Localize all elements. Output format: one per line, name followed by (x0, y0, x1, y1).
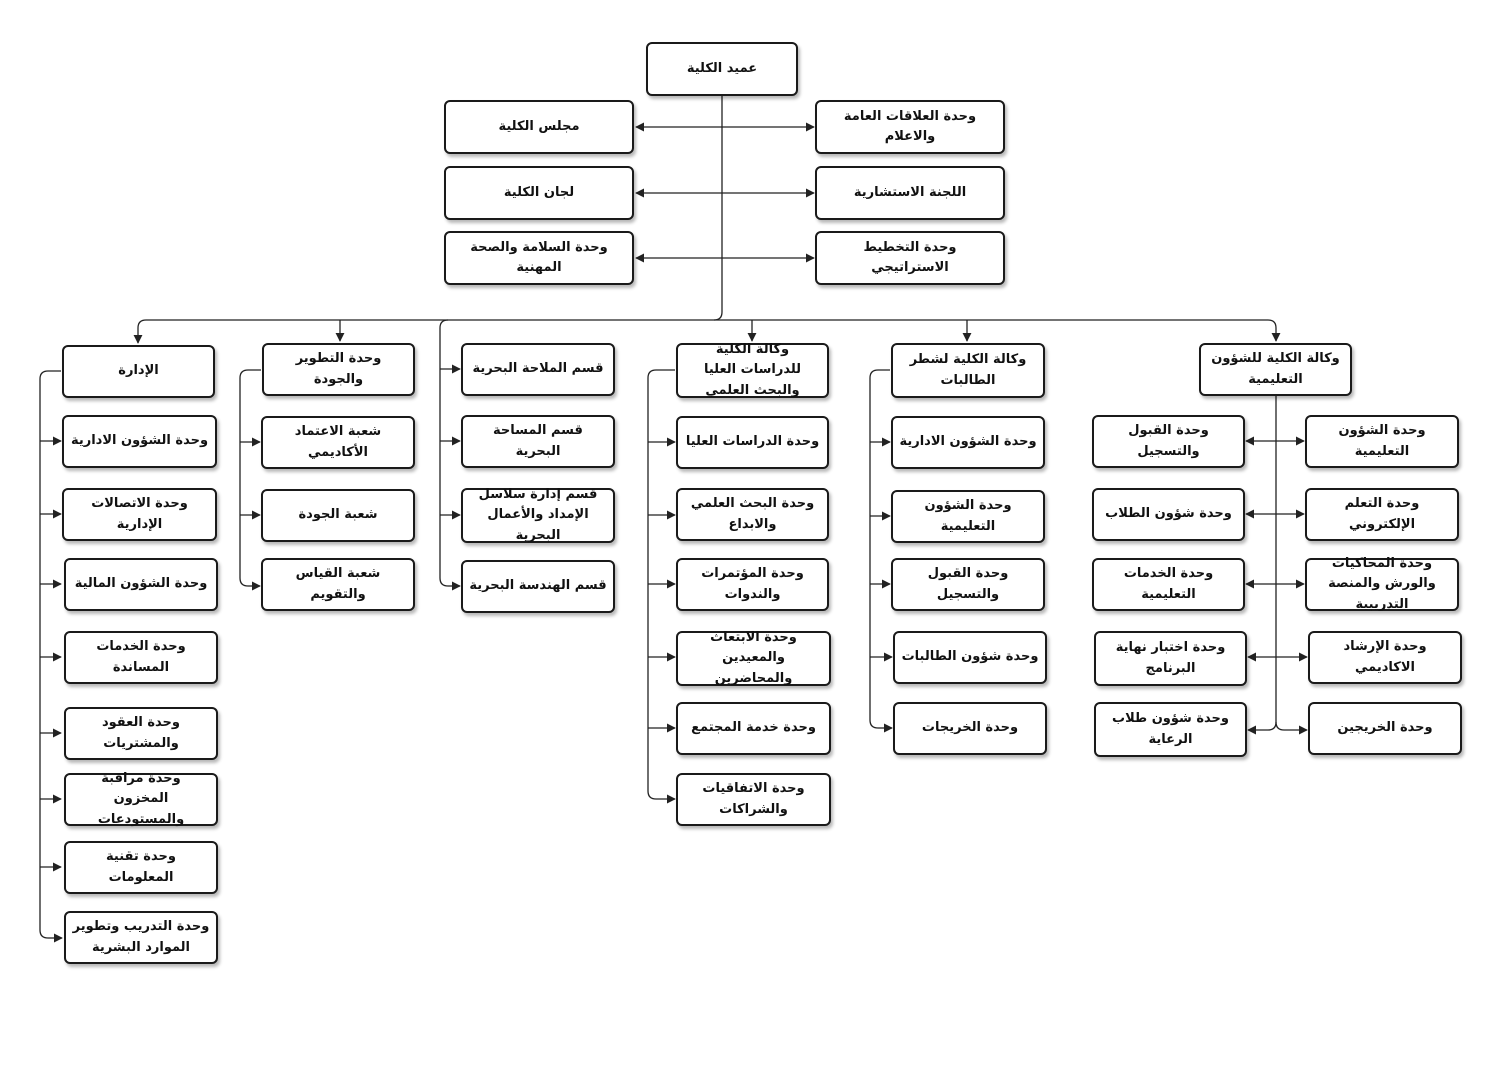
graduate-unit: وحدة الابتعاث والمعيدين والمحاضرين (676, 630, 831, 686)
female-section-unit: وحدة الشؤون التعليمية (891, 490, 1045, 543)
connector-line (239, 577, 249, 587)
connector-line (1267, 721, 1277, 731)
educational-unit-left: وحدة القبول والتسجيل (1092, 415, 1245, 468)
educational-head: وكالة الكلية للشؤون التعليمية (1199, 343, 1352, 396)
connector-line (439, 577, 449, 587)
department-box: قسم الهندسة البحرية (461, 560, 615, 613)
admin-unit: وحدة الاتصالات الإدارية (62, 488, 217, 541)
development-unit: شعبة الاعتماد الأكاديمي (261, 416, 415, 469)
development-head: وحدة التطوير والجودة (262, 343, 415, 396)
female-section-unit: وحدة الخريجات (893, 702, 1047, 755)
development-unit: شعبة الجودة (261, 489, 415, 542)
connector-line (39, 370, 61, 380)
educational-unit-right: وحدة الشؤون التعليمية (1305, 415, 1459, 468)
staff-advisory-committee: اللجنة الاستشارية (815, 166, 1005, 220)
department-box: قسم إدارة سلاسل الإمداد والأعمال البحرية (461, 487, 615, 543)
graduate-head: وكالة الكلية للدراسات العليا والبحث العل… (676, 342, 829, 398)
graduate-unit: وحدة الدراسات العليا (676, 416, 829, 469)
admin-unit: وحدة العقود والمشتريات (64, 707, 218, 760)
admin-unit: وحدة الشؤون الادارية (62, 415, 217, 468)
female-section-unit: وحدة شؤون الطالبات (893, 631, 1047, 684)
connector-line (439, 319, 449, 329)
connector-line (1275, 721, 1285, 731)
educational-unit-left: وحدة اختبار نهاية البرنامج (1094, 631, 1247, 686)
department-box: قسم الملاحة البحرية (461, 343, 615, 396)
connector-line (713, 311, 723, 321)
graduate-unit: وحدة خدمة المجتمع (676, 702, 831, 755)
educational-unit-right: وحدة المحاكيات والورش والمنصة التدريبية (1305, 556, 1459, 612)
educational-unit-right: وحدة الإرشاد الاكاديمي (1308, 631, 1462, 684)
connector-line (869, 369, 890, 379)
admin-unit: وحدة مراقبة المخزون والمستودعات (64, 771, 218, 827)
female-section-unit: وحدة الشؤون الادارية (891, 416, 1045, 469)
staff-college-committees: لجان الكلية (444, 166, 634, 220)
staff-safety-unit: وحدة السلامة والصحة المهنية (444, 231, 634, 285)
department-box: قسم المساحة البحرية (461, 415, 615, 468)
educational-unit-right: وحدة الخريجين (1308, 702, 1462, 755)
admin-unit: وحدة تقنية المعلومات (64, 841, 218, 894)
admin-unit: وحدة الشؤون المالية (64, 558, 218, 611)
staff-college-council: مجلس الكلية (444, 100, 634, 154)
staff-public-relations: وحدة العلاقات العامة والاعلام (815, 100, 1005, 154)
educational-unit-left: وحدة الخدمات التعليمية (1092, 558, 1245, 611)
graduate-unit: وحدة البحث العلمي والابداع (676, 488, 829, 541)
administration-head: الإدارة (62, 345, 215, 398)
connector-line (137, 319, 147, 329)
educational-unit-right: وحدة التعلم الإلكتروني (1305, 488, 1459, 541)
connector-line (647, 790, 657, 800)
admin-unit: وحدة الخدمات المساندة (64, 631, 218, 684)
connector-line (869, 719, 879, 729)
female-section-unit: وحدة القبول والتسجيل (891, 558, 1045, 611)
connector-line (39, 929, 49, 939)
educational-unit-left: وحدة شؤون الطلاب (1092, 488, 1245, 541)
connector-line (647, 369, 675, 379)
connector-line (1267, 319, 1277, 329)
dean-box: عميد الكلية (646, 42, 798, 96)
development-unit: شعبة القياس والتقويم (261, 558, 415, 611)
graduate-unit: وحدة الاتفاقيات والشراكات (676, 773, 831, 826)
admin-unit: وحدة التدريب وتطوير الموارد البشرية (64, 911, 218, 964)
staff-strategic-planning: وحدة التخطيط الاستراتيجي (815, 231, 1005, 285)
educational-unit-left: وحدة شؤون طلاب الرعاية (1094, 702, 1247, 757)
female-section-head: وكالة الكلية لشطر الطالبات (891, 343, 1045, 398)
connector-line (239, 369, 261, 379)
graduate-unit: وحدة المؤتمرات والندوات (676, 558, 829, 611)
